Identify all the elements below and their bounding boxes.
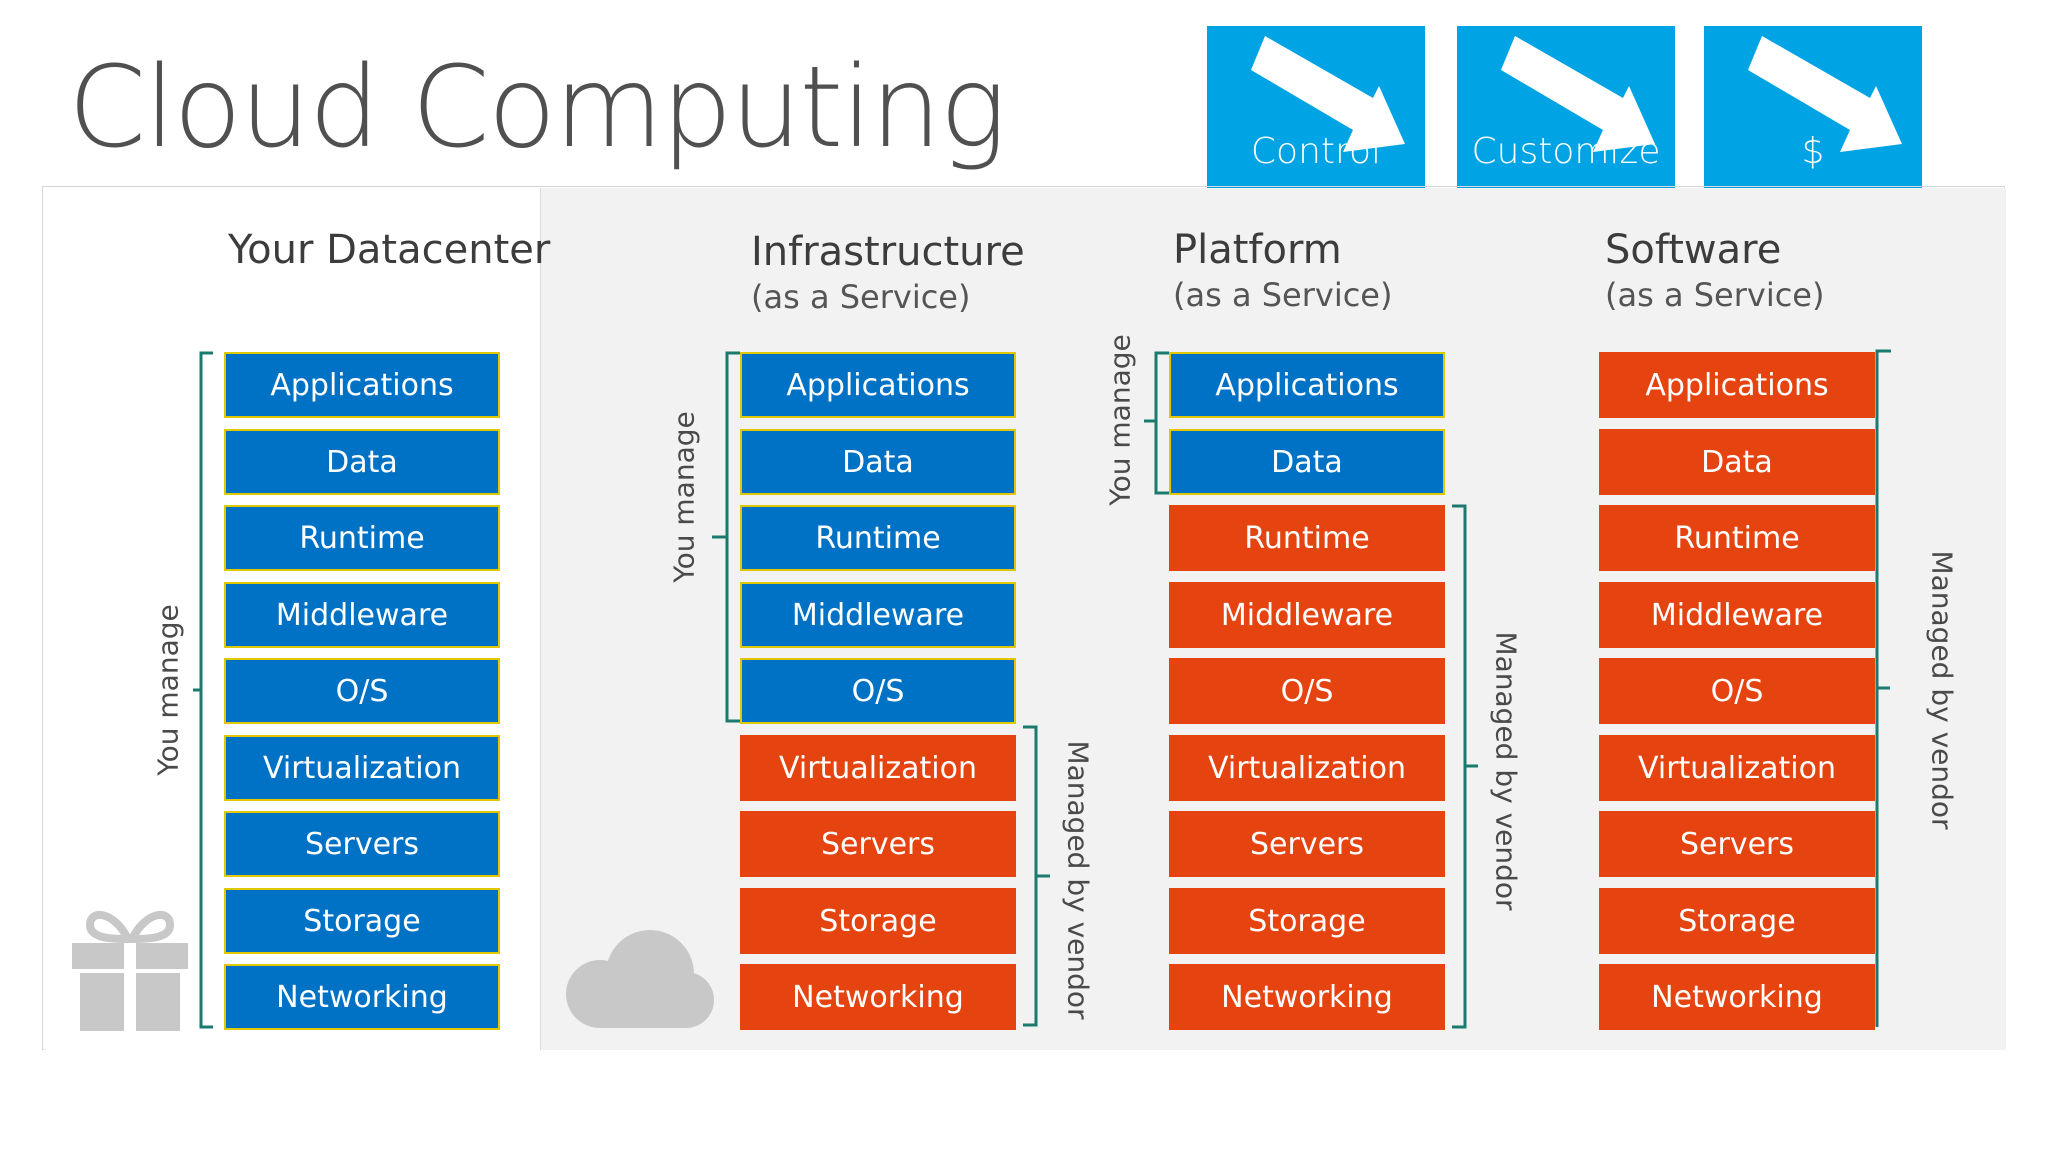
label-vendor-paas: Managed by vendor: [1489, 631, 1523, 911]
layer-paas-data: Data: [1169, 429, 1445, 495]
layer-datacenter-o-s: O/S: [224, 658, 500, 724]
arrow-down-right-icon: [1501, 36, 1655, 152]
layer-saas-virtualization: Virtualization: [1599, 735, 1875, 801]
tile-label: Customize: [1471, 131, 1661, 172]
gift-icon: [72, 911, 188, 1031]
column-subtitle-iaas: (as a Service): [751, 278, 971, 316]
layer-saas-middleware: Middleware: [1599, 582, 1875, 648]
label-you-manage-paas: You manage: [1103, 334, 1137, 506]
column-title-saas: Software: [1605, 227, 1782, 273]
tile-label: $: [1801, 131, 1825, 172]
tile-control: Control: [1207, 26, 1425, 188]
layer-saas-o-s: O/S: [1599, 658, 1875, 724]
layer-paas-applications: Applications: [1169, 352, 1445, 418]
label-vendor-saas: Managed by vendor: [1925, 550, 1959, 830]
layer-paas-servers: Servers: [1169, 811, 1445, 877]
layer-iaas-data: Data: [740, 429, 1016, 495]
layer-iaas-virtualization: Virtualization: [740, 735, 1016, 801]
layer-paas-networking: Networking: [1169, 964, 1445, 1030]
tile-cost: $: [1704, 26, 1922, 188]
layer-saas-servers: Servers: [1599, 811, 1875, 877]
label-vendor-iaas: Managed by vendor: [1061, 740, 1095, 1020]
label-you-manage-datacenter: You manage: [151, 604, 185, 776]
tile-label: Control: [1250, 131, 1382, 172]
column-subtitle-saas: (as a Service): [1605, 276, 1825, 314]
layer-paas-runtime: Runtime: [1169, 505, 1445, 571]
layer-iaas-applications: Applications: [740, 352, 1016, 418]
column-title-iaas: Infrastructure: [751, 229, 1025, 275]
layer-datacenter-networking: Networking: [224, 964, 500, 1030]
layer-saas-networking: Networking: [1599, 964, 1875, 1030]
layer-iaas-storage: Storage: [740, 888, 1016, 954]
layer-iaas-middleware: Middleware: [740, 582, 1016, 648]
layer-iaas-networking: Networking: [740, 964, 1016, 1030]
layer-saas-runtime: Runtime: [1599, 505, 1875, 571]
label-you-manage-iaas: You manage: [667, 411, 701, 583]
page-title: Cloud Computing: [68, 43, 1007, 173]
layer-paas-middleware: Middleware: [1169, 582, 1445, 648]
column-title-datacenter: Your Datacenter: [228, 227, 551, 273]
layer-paas-o-s: O/S: [1169, 658, 1445, 724]
layer-saas-data: Data: [1599, 429, 1875, 495]
cloud-icon: [566, 930, 714, 1028]
tile-customize: Customize: [1457, 26, 1675, 188]
layer-datacenter-middleware: Middleware: [224, 582, 500, 648]
layer-saas-applications: Applications: [1599, 352, 1875, 418]
layer-datacenter-servers: Servers: [224, 811, 500, 877]
layer-datacenter-applications: Applications: [224, 352, 500, 418]
layer-paas-storage: Storage: [1169, 888, 1445, 954]
layer-iaas-servers: Servers: [740, 811, 1016, 877]
layer-datacenter-runtime: Runtime: [224, 505, 500, 571]
column-subtitle-paas: (as a Service): [1173, 276, 1393, 314]
layer-iaas-o-s: O/S: [740, 658, 1016, 724]
column-title-paas: Platform: [1173, 227, 1342, 273]
layer-paas-virtualization: Virtualization: [1169, 735, 1445, 801]
arrow-down-right-icon: [1251, 36, 1405, 152]
layer-saas-storage: Storage: [1599, 888, 1875, 954]
layer-datacenter-storage: Storage: [224, 888, 500, 954]
layer-datacenter-virtualization: Virtualization: [224, 735, 500, 801]
arrow-down-right-icon: [1748, 36, 1902, 152]
layer-datacenter-data: Data: [224, 429, 500, 495]
layer-iaas-runtime: Runtime: [740, 505, 1016, 571]
